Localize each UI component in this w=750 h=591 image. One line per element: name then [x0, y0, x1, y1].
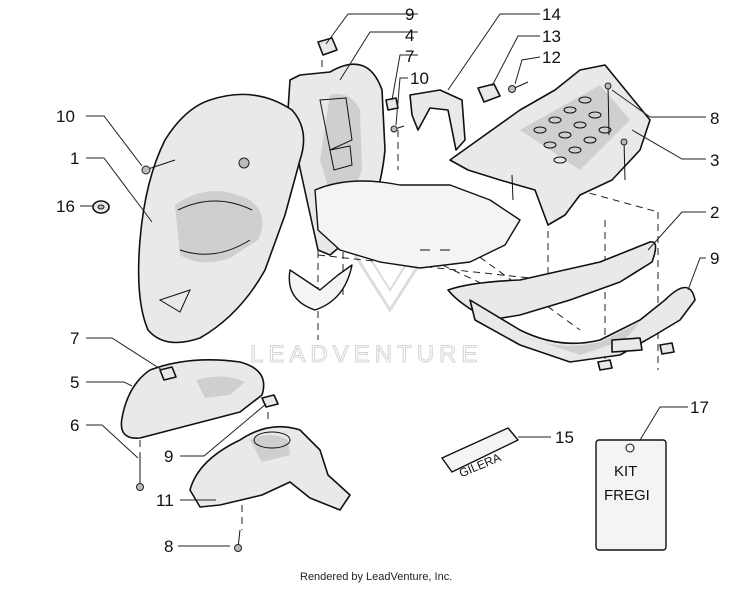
part-screw-left: [141, 159, 176, 175]
part-screws-top: [511, 82, 628, 201]
callout-numbers: 9 4 7 10 14 13 12 8 3 2 9 10 1 16 7 5 6 …: [56, 5, 719, 556]
callout-14: 14: [542, 5, 561, 24]
callout-10-middle: 10: [410, 69, 429, 88]
callout-10-left: 10: [56, 107, 75, 126]
part-screw-middle: [390, 125, 405, 133]
part-grommet: [92, 200, 110, 214]
callout-5: 5: [70, 373, 79, 392]
kit-label-line1: KIT: [614, 463, 637, 480]
part-front-shield: [137, 93, 305, 344]
callout-15: 15: [555, 428, 574, 447]
callout-17: 17: [690, 398, 709, 417]
part-screw-6: [136, 455, 144, 491]
callout-4: 4: [405, 26, 414, 45]
callout-6: 6: [70, 416, 79, 435]
part-gilera-decal: GILERA: [441, 427, 519, 480]
callout-1: 1: [70, 149, 79, 168]
callout-7-left: 7: [70, 329, 79, 348]
part-floorboard: [449, 64, 651, 226]
callout-16: 16: [56, 197, 75, 216]
kit-label-line2: FREGI: [604, 487, 650, 504]
callout-11: 11: [156, 491, 174, 510]
callout-13: 13: [542, 27, 561, 46]
part-screw-bottom: [234, 529, 242, 552]
part-side-cover: [447, 241, 696, 371]
part-clip-top: [317, 37, 338, 56]
callout-3: 3: [710, 151, 719, 170]
part-screw-12: [508, 81, 529, 93]
watermark-logo: LEADVENTURE: [250, 254, 482, 369]
part-rubber-block: [477, 83, 501, 103]
part-decal-kit: KIT FREGI: [595, 439, 667, 551]
watermark-text: LEADVENTURE: [250, 341, 482, 368]
part-bracket: [409, 89, 466, 151]
callout-9-right: 9: [710, 249, 719, 268]
part-mudguard: [189, 394, 351, 511]
callout-9-top: 9: [405, 5, 414, 24]
callout-12: 12: [542, 48, 561, 67]
part-front-lower-panel: [120, 358, 265, 439]
callout-8-top: 8: [710, 109, 719, 128]
callout-8-bottom: 8: [164, 537, 173, 556]
footer-credit: Rendered by LeadVenture, Inc.: [300, 571, 452, 583]
part-frame-cover: [314, 180, 521, 269]
callout-2: 2: [710, 203, 719, 222]
callout-leaders: [80, 13, 706, 547]
callout-7-top: 7: [405, 47, 414, 66]
callout-9-bottom: 9: [164, 447, 173, 466]
